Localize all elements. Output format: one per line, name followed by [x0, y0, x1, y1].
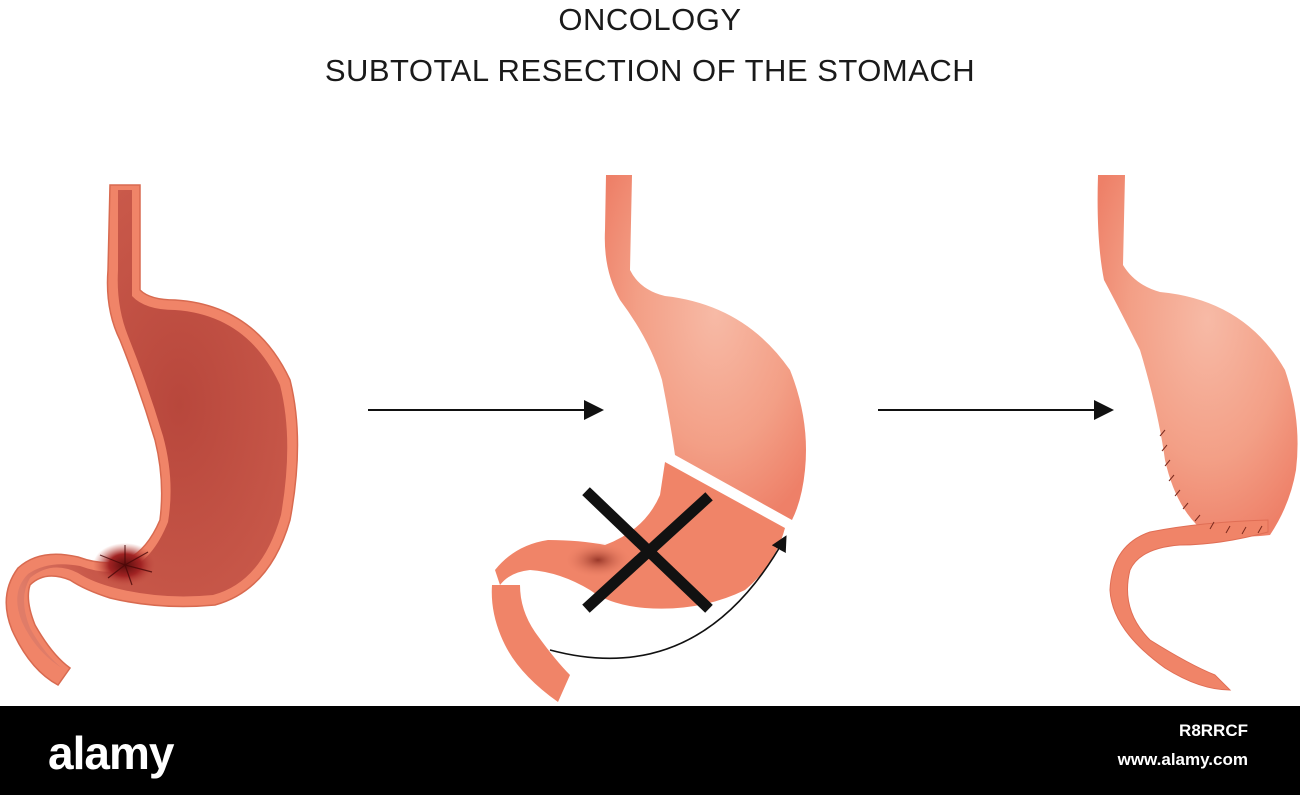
brand-url: www.alamy.com — [1117, 750, 1248, 769]
cross-mark-icon — [582, 487, 713, 613]
watermark-footer: alamy R8RRCF www.alamy.com — [0, 706, 1300, 795]
page-subtitle: SUBTOTAL RESECTION OF THE STOMACH — [324, 53, 976, 88]
stomach-resection-cut-icon — [491, 175, 806, 702]
duodenum — [491, 585, 570, 702]
stomach-2-upper — [604, 175, 806, 520]
stomach-with-tumor-icon — [5, 184, 299, 686]
tumor-spikes — [99, 545, 153, 586]
stomach-after-resection-icon — [1097, 175, 1298, 691]
resection-diagram — [5, 175, 1298, 702]
page-title: ONCOLOGY — [558, 2, 742, 37]
relocation-arrow — [549, 535, 787, 660]
suture-line — [1159, 429, 1263, 535]
stomach-3-body — [1097, 175, 1298, 537]
tumor-shadow — [564, 542, 632, 578]
stomach-1-inner — [17, 190, 288, 668]
image-id: R8RRCF — [1179, 721, 1248, 740]
stomach-3-intestine — [1109, 519, 1269, 691]
brand-logo: alamy — [48, 727, 174, 779]
